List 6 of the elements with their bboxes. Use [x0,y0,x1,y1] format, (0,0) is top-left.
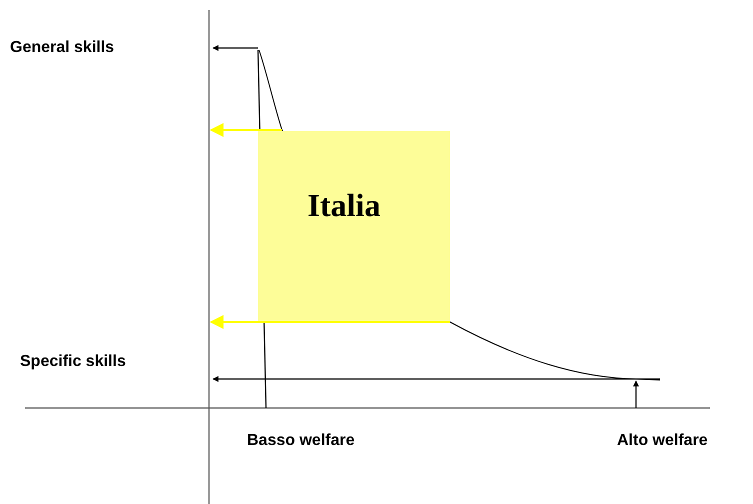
region-label: Italia [308,187,380,224]
axis-label: Basso welfare [247,432,355,450]
axis-label: Specific skills [20,353,126,371]
highlight-box [258,131,450,322]
axis-label: Alto welfare [617,432,708,450]
axis-label: General skills [10,39,114,57]
